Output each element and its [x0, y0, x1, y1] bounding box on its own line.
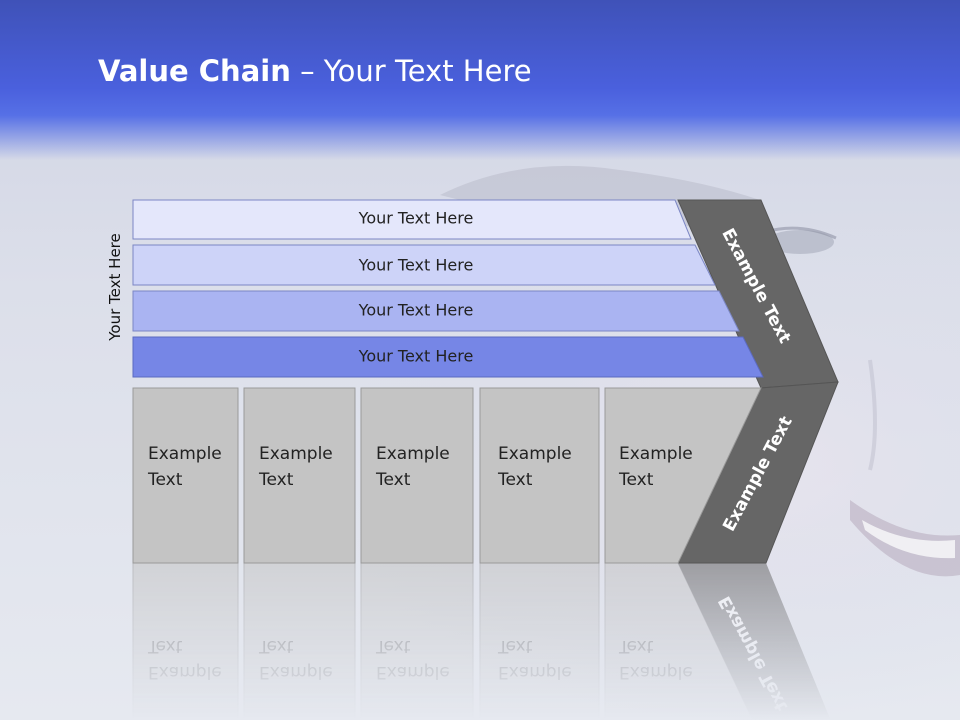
band-3-label: Your Text Here — [358, 301, 474, 320]
reflection-box — [360, 562, 474, 720]
reflection-text: Text — [497, 636, 533, 656]
reflection-text: Text — [375, 636, 411, 656]
reflection-text: Example — [619, 662, 693, 682]
reflection-box — [243, 562, 356, 720]
reflection-text: Example — [259, 662, 333, 682]
diagram-reflection: Example Text Example Text Example Text E… — [132, 562, 831, 720]
activity-box-3 — [360, 387, 474, 564]
activity-box-2-line2: Text — [258, 470, 294, 490]
band-1-label: Your Text Here — [358, 209, 474, 228]
reflection-text: Text — [618, 636, 654, 656]
activity-box-4-line1: Example — [498, 444, 572, 464]
slide-title-bold: Value Chain — [98, 54, 291, 88]
activity-box-1 — [132, 387, 239, 564]
reflection-text: Example — [376, 662, 450, 682]
support-bands: Your Text Here Your Text Here Your Text … — [132, 199, 764, 378]
reflection-text: Example — [148, 662, 222, 682]
activity-box-4 — [479, 387, 600, 564]
activity-box-5-line2: Text — [618, 470, 654, 490]
activity-box-3-line2: Text — [375, 470, 411, 490]
band-3 — [132, 290, 740, 332]
reflection-box — [479, 562, 600, 720]
reflection-chevron — [678, 563, 831, 720]
reflection-text: Text — [258, 636, 294, 656]
slide-title-rest: – Your Text Here — [290, 54, 532, 88]
band-4 — [132, 336, 764, 378]
activity-boxes: Example Text Example Text Example Text E… — [132, 387, 762, 564]
activity-box-5-line1: Example — [619, 444, 693, 464]
activity-box-4-line2: Text — [497, 470, 533, 490]
activity-box-3-line1: Example — [376, 444, 450, 464]
band-2 — [132, 244, 716, 286]
slide-title: Value Chain – Your Text Here — [98, 54, 532, 88]
activity-box-2-line1: Example — [259, 444, 333, 464]
reflection-text: Example — [498, 662, 572, 682]
activity-box-2 — [243, 387, 356, 564]
band-2-label: Your Text Here — [358, 256, 474, 275]
header-band — [0, 0, 960, 160]
reflection-text: Text — [147, 636, 183, 656]
activity-box-5 — [604, 387, 762, 564]
band-4-label: Your Text Here — [358, 347, 474, 366]
band-1 — [132, 199, 692, 240]
activity-box-1-line2: Text — [147, 470, 183, 490]
activity-box-1-line1: Example — [148, 444, 222, 464]
